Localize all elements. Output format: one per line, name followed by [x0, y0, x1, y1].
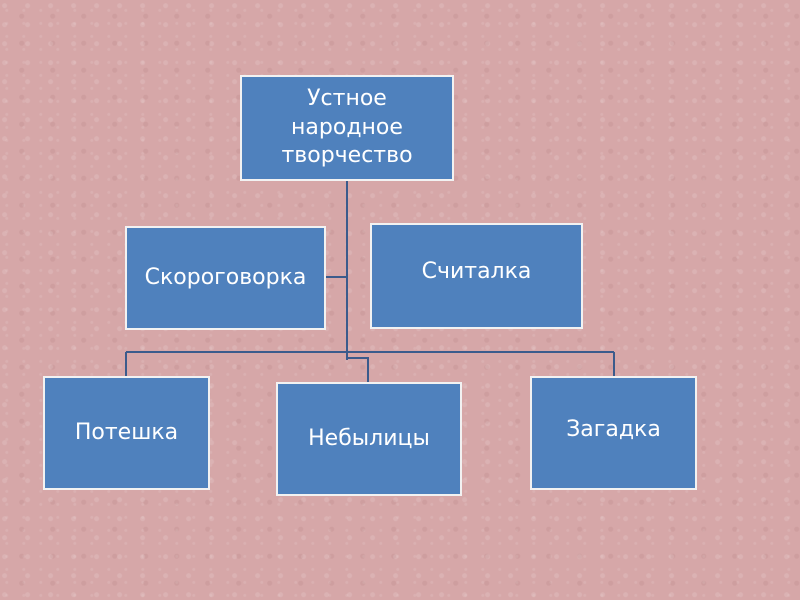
- node-zagadka-label: Загадка: [566, 416, 661, 442]
- node-zagadka: Загадка: [530, 376, 697, 490]
- node-poteshka: Потешка: [43, 376, 210, 490]
- node-skorogovorka-label: Скороговорка: [144, 264, 307, 290]
- node-skorogovorka: Скороговорка: [125, 226, 326, 330]
- connector-nebylitsy: [347, 357, 369, 382]
- node-schitalka: Считалка: [370, 223, 583, 329]
- node-poteshka-label: Потешка: [74, 419, 179, 445]
- node-nebylitsy: Небылицы: [276, 382, 462, 496]
- node-schitalka-label: Считалка: [421, 258, 532, 284]
- node-nebylitsy-label: Небылицы: [308, 425, 430, 451]
- node-root: Устное народное творчество: [240, 75, 454, 181]
- node-root-label: Устное народное творчество: [281, 86, 413, 169]
